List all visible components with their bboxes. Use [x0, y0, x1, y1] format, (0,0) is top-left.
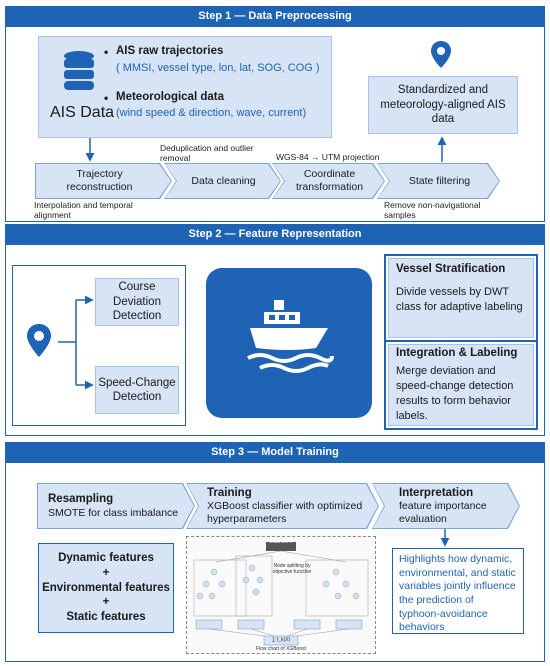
features-box: Dynamic features + Environmental feature… — [38, 543, 174, 633]
stage-training: Training XGBoost classifier with optimiz… — [187, 484, 378, 528]
stage-resampling: Resampling SMOTE for class imbalance — [38, 484, 194, 528]
integration-box — [388, 344, 534, 426]
xgboost-flowchart — [186, 536, 376, 654]
ais-raw-title: AIS raw trajectories — [116, 45, 224, 57]
course-deviation-box: Course Deviation Detection — [95, 278, 179, 326]
interpretation-title: Interpretation — [399, 486, 474, 499]
step2-banner: Step 2 — Feature Representation — [5, 224, 545, 244]
step2-panel — [5, 244, 545, 436]
feature-dynamic: Dynamic features — [58, 551, 154, 564]
location-pin-icon — [431, 41, 451, 68]
resampling-title: Resampling — [48, 492, 114, 505]
flowchart-sum: ∑ f_k(X) — [271, 637, 291, 643]
training-title: Training — [207, 486, 252, 499]
resampling-text: SMOTE for class imbalance — [48, 506, 179, 519]
stratification-box — [388, 258, 534, 338]
flowchart-split: Node splitting by objective function — [272, 563, 312, 575]
labeling-frame — [384, 254, 538, 430]
bullet-dot-2: • — [104, 91, 109, 105]
integration-title: Integration & Labeling — [396, 347, 518, 359]
detection-frame — [12, 265, 186, 426]
step3-banner: Step 3 — Model Training — [5, 442, 545, 462]
stage-interpretation: Interpretation feature importance evalua… — [373, 484, 519, 528]
note-wgs: WGS-84 → UTM projection — [276, 152, 380, 162]
stage-state-filtering: State filtering — [378, 164, 499, 198]
feature-environmental: Environmental features — [42, 581, 170, 594]
standardized-output-box: Standardized and meteorology-aligned AIS… — [368, 76, 518, 134]
ais-raw-detail: ( MMSI, vessel type, lon, lat, SOG, COG … — [116, 62, 320, 74]
xgboost-tree-diagram — [193, 542, 369, 646]
step3-panel — [5, 462, 545, 662]
meteo-detail: (wind speed & direction, wave, current) — [116, 107, 307, 119]
bullet-dot-1: • — [104, 45, 109, 59]
integration-text: Merge deviation and speed-change detecti… — [396, 365, 514, 422]
note-dedup: Deduplication and outlier removal — [160, 143, 254, 164]
feature-static: Static features — [66, 611, 146, 624]
flowchart-caption: Flow chart of XGBoost — [255, 646, 307, 652]
note-remove: Remove non-navigational samples — [384, 200, 481, 221]
interpretation-highlight-box: Highlights how dynamic, environmental, a… — [392, 548, 524, 634]
stage-trajectory-reconstruction: Trajectory reconstruction — [36, 164, 171, 198]
step1-banner: Step 1 — Data Preprocessing — [5, 6, 545, 26]
feature-plus-1: + — [102, 566, 110, 579]
stratification-text: Divide vessels by DWT class for adaptive… — [396, 286, 523, 313]
stratification-title: Vessel Stratification — [396, 263, 506, 275]
stage-coordinate-transformation: Coordinate transformation — [273, 164, 384, 198]
ship-icon — [247, 300, 334, 373]
training-text: XGBoost classifier with optimized hyperp… — [207, 500, 363, 525]
speed-change-box: Speed-Change Detection — [95, 366, 179, 414]
interpretation-text: feature importance evaluation — [399, 500, 487, 525]
feature-plus-2: + — [102, 596, 110, 609]
flowchart-dataset: Data set X — [269, 539, 293, 545]
location-pin-icon-2 — [27, 324, 51, 357]
stage-data-cleaning: Data cleaning — [165, 164, 280, 198]
ais-data-label: AIS Data — [50, 104, 115, 121]
database-icon — [64, 51, 94, 90]
note-interpolation: Interpolation and temporal alignment — [34, 200, 133, 221]
meteo-title: Meteorological data — [116, 91, 224, 103]
step1-panel — [5, 26, 545, 222]
